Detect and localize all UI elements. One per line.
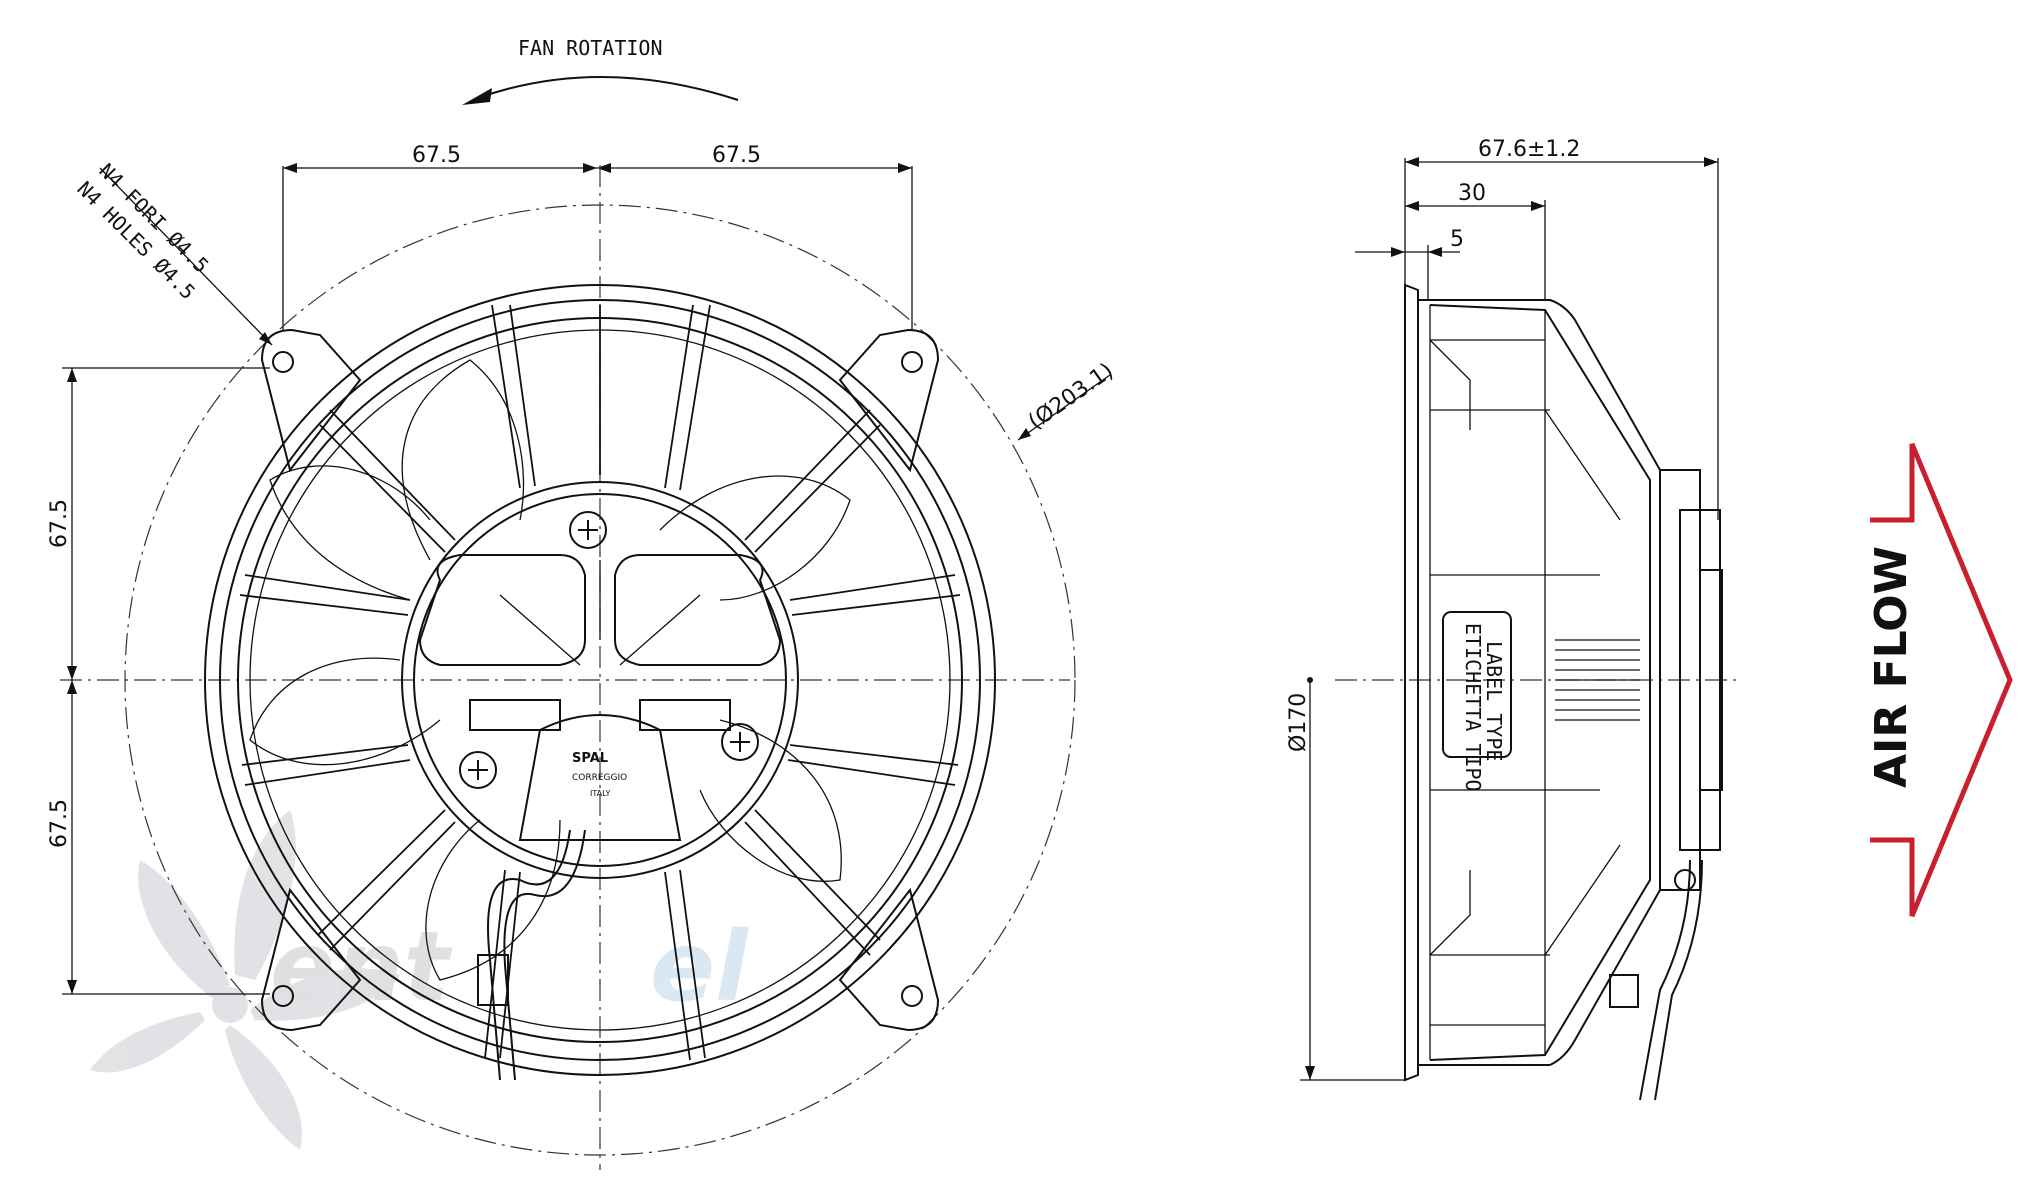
airflow-arrow-icon (1870, 443, 2013, 917)
dim-170-text: Ø170 (1286, 693, 1311, 752)
airflow-label: AIR FLOW (1866, 546, 1917, 788)
motor-housing (418, 554, 782, 841)
mounting-hole-icon (901, 985, 923, 1007)
motor-side (1555, 469, 1723, 1101)
front-view: FAN ROTATION 67.5 67.5 67.5 67.5 (47, 36, 1118, 1170)
watermark-text-2: el (650, 911, 749, 1023)
hub-ring-2 (413, 493, 787, 867)
screw-icon (721, 723, 759, 761)
dim-5-text: 5 (1450, 227, 1464, 252)
watermark-text-1: ent (270, 911, 452, 1023)
dim-depth-text: 67.6±1.2 (1478, 137, 1580, 162)
watermark-fan-icon (90, 810, 400, 1150)
hub-outer-ring (401, 481, 799, 879)
cable (487, 829, 571, 1081)
city-label: CORREGGIO (572, 773, 627, 783)
label-type-line2: LABEL TYPE (1482, 641, 1506, 761)
mounting-holes (272, 351, 923, 1007)
shroud-outer-ring (204, 284, 996, 1076)
rotation-arrowhead (462, 88, 492, 105)
dim-30: 30 (1405, 181, 1546, 300)
dim-top-left-text: 67.5 (412, 143, 461, 168)
rotation-arc (477, 76, 739, 101)
holes-callout: N4 FORI Ø4.5 N4 HOLES Ø4.5 (72, 159, 273, 346)
spokes (239, 304, 961, 1061)
shroud-ring-2 (219, 299, 981, 1061)
mounting-flanges (260, 328, 940, 1032)
dim-top-right-text: 67.5 (712, 143, 761, 168)
screw-icon (459, 751, 497, 789)
dim-left: 67.5 67.5 (47, 367, 270, 995)
dim-left-lower-text: 67.5 (47, 799, 72, 848)
cable-clip (477, 954, 509, 1006)
airflow-arrow: AIR FLOW (1866, 443, 2013, 917)
dim-top: 67.5 67.5 (282, 143, 913, 330)
motor-fins (1555, 649, 1640, 711)
side-view: 67.6±1.2 30 5 Ø170 (1286, 137, 1740, 1101)
side-profile (1404, 283, 1661, 1082)
brand-label: SPAL (572, 751, 608, 766)
dim-170: Ø170 (1286, 677, 1405, 1081)
dim-5: 5 (1355, 227, 1464, 300)
mounting-hole-icon (272, 985, 294, 1007)
dim-depth: 67.6±1.2 (1404, 137, 1719, 520)
dim-left-upper-text: 67.5 (47, 499, 72, 548)
fan-rotation-label: FAN ROTATION (518, 36, 663, 60)
mounting-hole-icon (901, 351, 923, 373)
dim-30-text: 30 (1458, 181, 1486, 206)
country-label: ITALY (590, 789, 610, 798)
label-type-line1: ETICHETTA TIPO (1461, 623, 1485, 792)
screws (459, 511, 759, 789)
screw-icon (569, 511, 607, 549)
outer-diameter-label: (Ø203.1) (1024, 359, 1118, 435)
diameter-leader (1017, 374, 1111, 441)
label-type-box: ETICHETTA TIPO LABEL TYPE (1442, 611, 1512, 792)
fan-blades (249, 359, 851, 981)
mounting-hole-icon (272, 351, 294, 373)
